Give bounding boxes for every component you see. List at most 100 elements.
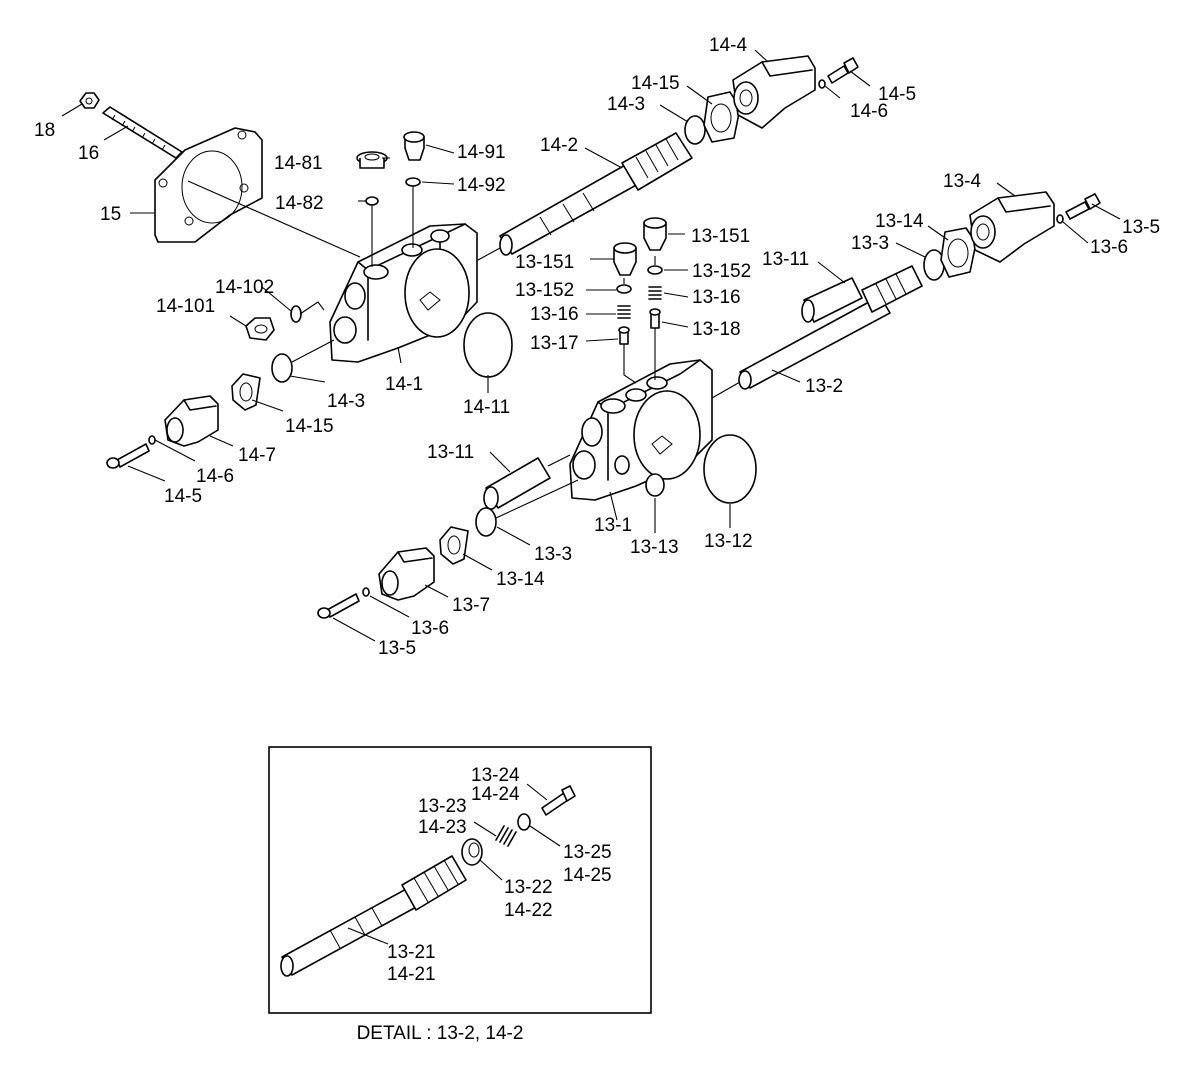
- part-15-plate: [154, 127, 263, 243]
- part-label-14-92: 14-92: [457, 175, 506, 196]
- part-label-14-3: 14-3: [607, 94, 645, 115]
- part-label-14-1: 14-1: [385, 374, 423, 395]
- part-label-15: 15: [100, 204, 121, 225]
- part-label-13-151: 13-151: [691, 226, 750, 247]
- part-14-4-cover: [732, 55, 816, 129]
- part-14-3-oring-b: [271, 353, 293, 383]
- part-label-13-23: 13-23: [418, 796, 467, 817]
- part-label-14-7: 14-7: [238, 445, 276, 466]
- part-13-16-spring-a: [648, 286, 662, 300]
- part-label-14-4: 14-4: [709, 35, 747, 56]
- part-label-13-12: 13-12: [704, 531, 753, 552]
- part-13-152-oring-b: [616, 284, 632, 294]
- part-13-14-gasket-b: [439, 526, 469, 565]
- part-13-25-washer-detail: [517, 813, 531, 831]
- part-14-81-plug: [356, 151, 388, 169]
- part-label-14-82: 14-82: [275, 193, 324, 214]
- part-label-18: 18: [34, 120, 55, 141]
- part-label-14-81: 14-81: [274, 153, 323, 174]
- part-13-6-washer-a: [1056, 214, 1064, 224]
- part-label-14-15: 14-15: [285, 416, 334, 437]
- part-14-3-oring-a: [684, 115, 706, 145]
- part-14-15-gasket-a: [703, 91, 741, 143]
- part-13-1-valve-body: [569, 359, 713, 501]
- part-label-14-102: 14-102: [215, 277, 274, 298]
- part-label-16: 16: [78, 143, 99, 164]
- part-label-13-11: 13-11: [762, 249, 809, 270]
- part-13-6-washer-b: [362, 587, 370, 597]
- assembly-lines: [187, 180, 741, 519]
- part-13-22-washer-detail: [461, 838, 483, 866]
- part-16-stud: [102, 106, 183, 159]
- part-label-13-5: 13-5: [378, 638, 416, 659]
- part-label-13-7: 13-7: [452, 595, 490, 616]
- part-label-13-16: 13-16: [692, 287, 741, 308]
- part-13-2-spool: [738, 265, 923, 390]
- part-13-16-spring-b: [617, 305, 631, 319]
- part-label-13-2: 13-2: [805, 376, 843, 397]
- detail-caption: DETAIL : 13-2, 14-2: [357, 1023, 524, 1044]
- part-label-14-5: 14-5: [878, 84, 916, 105]
- part-label-14-24: 14-24: [471, 784, 520, 805]
- part-label-14-91: 14-91: [457, 142, 506, 163]
- part-13-5-bolt-a: [1065, 193, 1101, 220]
- part-label-13-21: 13-21: [387, 942, 436, 963]
- part-13-5-bolt-b: [317, 593, 360, 619]
- part-label-13-13: 13-13: [630, 537, 679, 558]
- part-label-13-1: 13-1: [594, 515, 632, 536]
- part-14-6-washer-b: [148, 435, 156, 445]
- part-label-14-6: 14-6: [196, 466, 234, 487]
- part-label-13-3: 13-3: [851, 233, 889, 254]
- part-label-13-151: 13-151: [515, 252, 574, 273]
- part-label-14-11: 14-11: [463, 397, 510, 418]
- part-13-151-plug-b: [613, 242, 637, 276]
- part-label-13-18: 13-18: [692, 319, 741, 340]
- part-label-13-6: 13-6: [411, 618, 449, 639]
- part-label-14-6: 14-6: [850, 101, 888, 122]
- part-18-nut: [79, 92, 100, 109]
- part-14-7-cover: [164, 395, 219, 447]
- part-label-13-152: 13-152: [692, 261, 751, 282]
- part-label-13-11: 13-11: [427, 442, 474, 463]
- part-14-102-oring: [290, 305, 302, 323]
- part-label-13-6: 13-6: [1090, 237, 1128, 258]
- part-13-11-spring-holder-b: [483, 457, 551, 510]
- part-13-152-oring-a: [647, 265, 663, 275]
- part-label-14-101: 14-101: [156, 296, 215, 317]
- part-label-13-16: 13-16: [530, 304, 579, 325]
- part-label-14-5: 14-5: [164, 486, 202, 507]
- leader-lines: [61, 49, 1121, 945]
- part-13-18-poppet: [649, 308, 661, 329]
- part-13-11-spring-holder-a: [801, 277, 863, 323]
- part-13-23-spring-detail: [495, 825, 517, 847]
- part-label-14-23: 14-23: [418, 817, 467, 838]
- part-label-14-15: 14-15: [631, 73, 680, 94]
- part-14-11-oring: [463, 312, 513, 378]
- part-13-24-pin-detail: [541, 785, 576, 816]
- part-label-13-4: 13-4: [943, 171, 981, 192]
- part-label-13-24: 13-24: [471, 765, 520, 786]
- part-14-6-washer-a: [818, 79, 826, 89]
- part-13-7-cover: [378, 547, 435, 601]
- part-label-13-14: 13-14: [875, 211, 924, 232]
- part-13-3-oring-b: [475, 507, 497, 537]
- part-13-13-oring: [645, 473, 665, 497]
- part-label-13-152: 13-152: [515, 280, 574, 301]
- part-13-12-oring: [703, 434, 757, 504]
- part-label-13-22: 13-22: [504, 877, 553, 898]
- part-14-91-plug: [403, 131, 425, 161]
- part-label-13-5: 13-5: [1122, 217, 1160, 238]
- part-14-1-valve-body: [329, 223, 478, 363]
- part-13-14-gasket-a: [940, 227, 977, 278]
- part-label-13-17: 13-17: [530, 333, 579, 354]
- part-13-4-cover: [969, 191, 1055, 263]
- part-13-21-spool-detail: [280, 855, 467, 977]
- part-label-13-3: 13-3: [534, 544, 572, 565]
- part-14-5-bolt-a: [827, 57, 859, 84]
- part-label-14-25: 14-25: [563, 865, 612, 886]
- part-label-14-22: 14-22: [504, 900, 553, 921]
- part-13-17-poppet: [618, 326, 630, 345]
